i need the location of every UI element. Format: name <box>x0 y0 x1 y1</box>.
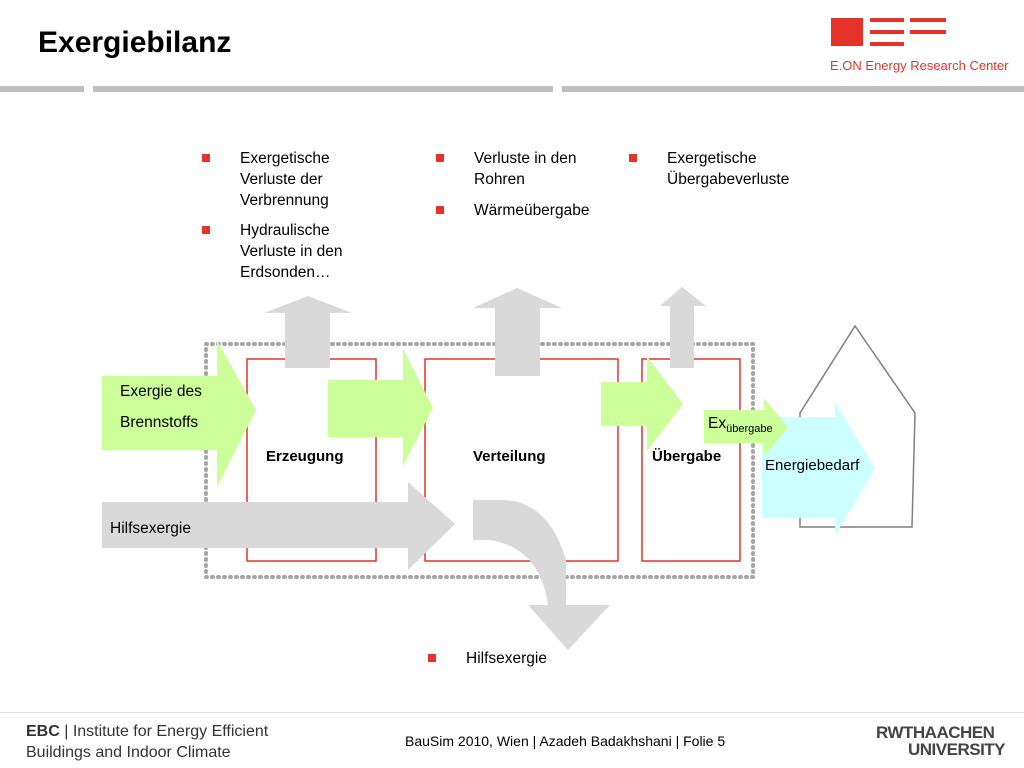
bullet-text: Hilfsexergie <box>466 650 547 667</box>
auxiliary-exergy-label: Hilfsexergie <box>110 520 191 537</box>
bullet-text: Exergetische Übergabeverluste <box>667 150 790 188</box>
energy-demand-arrow <box>762 402 875 536</box>
stage-label-erzeugung: Erzeugung <box>266 448 344 465</box>
bullet-marker-icon <box>436 206 444 214</box>
ex-transfer-subscript: übergabe <box>726 423 773 436</box>
slide-info: BauSim 2010, Wien | Azadeh Badakhshani |… <box>405 733 726 749</box>
fuel-exergy-arrow <box>102 340 256 487</box>
university-logo-line2: UNIVERSITY <box>908 740 1006 759</box>
fuel-exergy-label: Brennstoffs <box>120 414 199 431</box>
loss-arrow-erzeugung <box>264 296 352 368</box>
stage-label-uebergabe: Übergabe <box>652 448 722 465</box>
energy-demand-label: Energiebedarf <box>765 457 860 474</box>
bullet-marker-icon <box>629 154 637 162</box>
header-divider <box>0 86 84 92</box>
exergy-arrow-verteilung <box>601 356 683 451</box>
eon-logo-icon <box>831 18 946 46</box>
header-divider <box>562 86 1024 92</box>
loss-arrow-uebergabe <box>660 287 706 368</box>
bullet-text: Hydraulische Verluste in den Erdsonden… <box>240 222 343 281</box>
ex-transfer-main: Ex <box>708 415 727 432</box>
bullet-marker-icon <box>202 226 210 234</box>
list-item: Exergetische Verluste der Verbrennung <box>202 148 382 212</box>
institute-prefix: EBC <box>26 723 60 740</box>
list-item: Wärmeübergabe <box>436 200 616 222</box>
institute-name-line1: Institute for Energy Efficient <box>72 723 269 740</box>
eon-logo-text: E.ON Energy Research Center <box>830 58 1009 73</box>
institute-name-line2: Buildings and Indoor Climate <box>26 744 231 761</box>
bullet-marker-icon <box>436 154 444 162</box>
list-item: Exergetische Übergabeverluste <box>629 148 819 192</box>
footer-divider <box>0 712 1024 713</box>
institute-logo: EBC | Institute for Energy Efficient Bui… <box>26 723 269 761</box>
header-divider <box>93 86 553 92</box>
exergy-arrow-uebergabe <box>704 398 788 456</box>
stage-label-verteilung: Verteilung <box>473 448 546 465</box>
bullet-text: Wärmeübergabe <box>474 202 590 219</box>
exergy-arrow-erzeugung <box>328 348 433 466</box>
page-title: Exergiebilanz <box>38 26 232 59</box>
bullet-text: Verluste in den Rohren <box>474 150 577 188</box>
university-logo-line1: RWTHAACHEN <box>876 723 995 742</box>
bullet-marker-icon <box>202 154 210 162</box>
university-logo: RWTHAACHEN UNIVERSITY <box>876 723 1006 759</box>
bullet-text: Exergetische Verluste der Verbrennung <box>240 150 330 209</box>
loss-arrow-verteilung <box>473 288 562 376</box>
auxiliary-loss-arrow <box>473 500 610 650</box>
ex-transfer-label: Exübergabe <box>708 415 773 435</box>
list-item: Hilfsexergie <box>428 648 588 670</box>
auxiliary-arrow <box>102 482 455 570</box>
bullet-marker-icon <box>428 654 436 662</box>
list-item: Hydraulische Verluste in den Erdsonden… <box>202 220 382 284</box>
fuel-exergy-label: Exergie des <box>120 383 202 400</box>
list-item: Verluste in den Rohren <box>436 148 616 192</box>
